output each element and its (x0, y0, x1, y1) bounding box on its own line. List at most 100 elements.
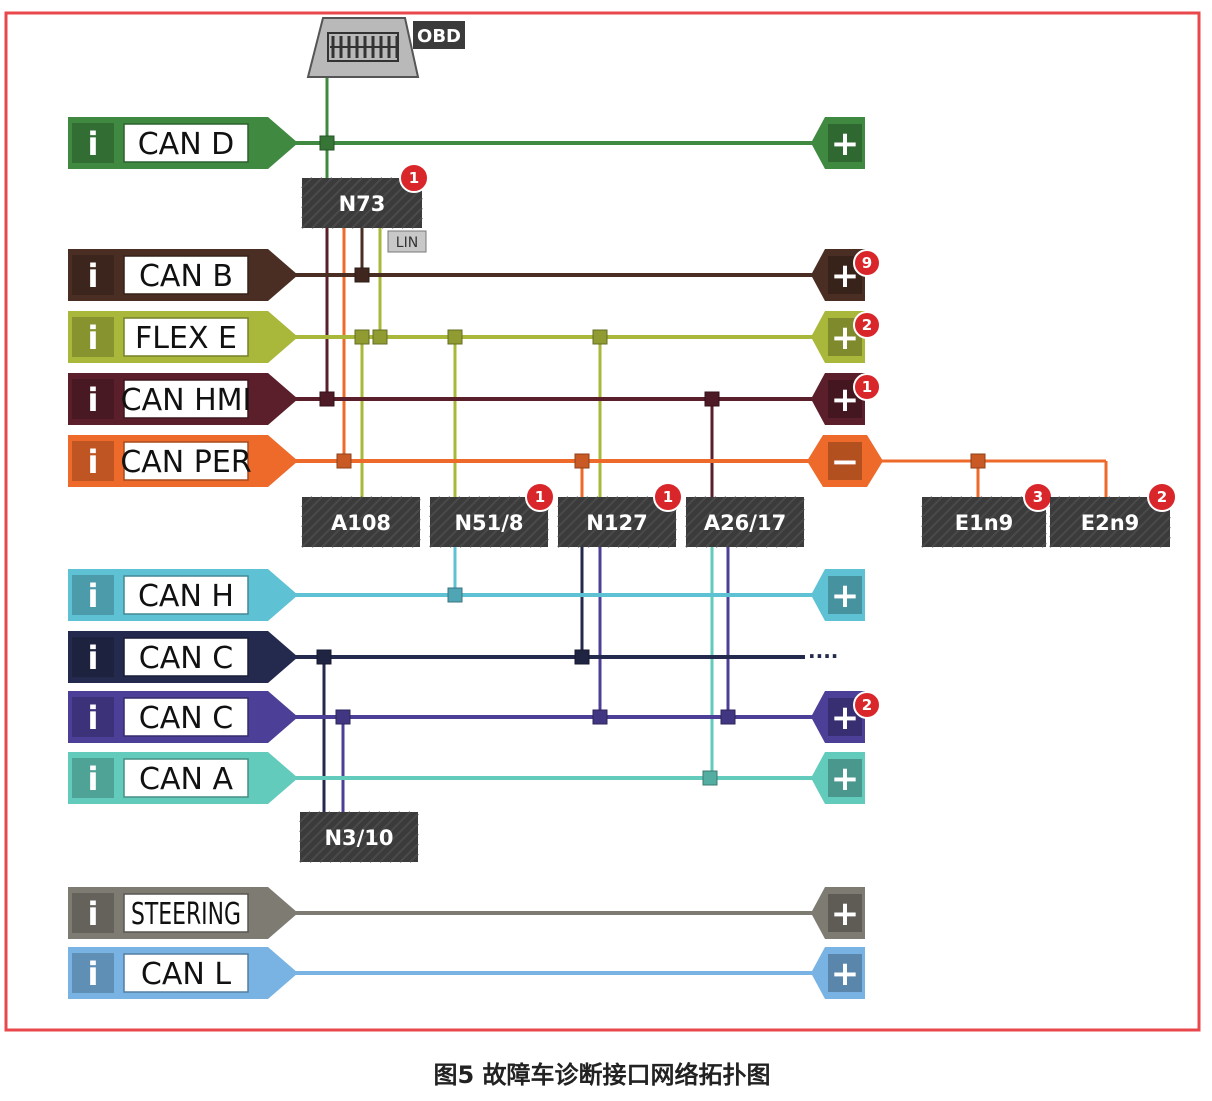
node-hatch (331, 177, 383, 229)
junction-node (447, 587, 463, 603)
junction-node (372, 329, 388, 345)
node-hatch (785, 528, 805, 548)
bus-label-box (123, 758, 249, 798)
node-hatch (301, 177, 323, 199)
node-hatch (399, 843, 419, 863)
lin-tag-box (387, 230, 427, 253)
node-hatch (685, 496, 717, 528)
node-hatch (775, 518, 805, 548)
node-hatch (647, 518, 677, 548)
info-icon-glyph: i (88, 639, 99, 677)
node-hatch (459, 496, 511, 548)
plus-icon: + (831, 759, 860, 799)
node-label: A26/17 (704, 511, 786, 535)
node-hatch (299, 811, 351, 863)
node-hatch (411, 538, 421, 548)
node-hatch (1049, 496, 1091, 538)
bus-label-box (123, 317, 249, 357)
wire-layer (322, 77, 1108, 812)
node-hatch (921, 496, 933, 508)
info-icon[interactable] (72, 637, 114, 677)
info-icon-glyph: i (88, 125, 99, 163)
node-hatch (449, 496, 501, 548)
node-hatch (1059, 496, 1111, 548)
plus-icon-box (828, 124, 862, 162)
node-hatch (685, 496, 697, 508)
bus-label-box (123, 123, 249, 163)
fault-badge (399, 163, 429, 193)
junction-node (447, 329, 463, 345)
info-icon[interactable] (72, 255, 114, 295)
info-icon[interactable] (72, 575, 114, 615)
node-n3-10[interactable]: N3/10 (299, 811, 419, 863)
junction-node (316, 649, 332, 665)
node-hatch (931, 496, 983, 548)
node-hatch (1149, 526, 1171, 548)
bus-label: CAN HMI (121, 383, 252, 418)
fault-badge-value: 1 (409, 169, 419, 187)
node-hatch (401, 528, 421, 548)
node-hatch (795, 538, 805, 548)
info-icon[interactable] (72, 893, 114, 933)
node-hatch (339, 811, 391, 863)
node-hatch (557, 496, 609, 548)
bus-label: STEERING (131, 897, 241, 932)
node-hatch (381, 187, 423, 229)
info-icon[interactable] (72, 123, 114, 163)
bus-label: CAN C (139, 701, 233, 736)
count-badge-value: 1 (862, 378, 872, 396)
count-badge (853, 691, 881, 719)
plus-icon-box (828, 759, 862, 797)
node-hatch (557, 496, 579, 518)
node-hatch (299, 811, 321, 833)
node-hatch (299, 811, 311, 823)
junction-node (335, 709, 351, 725)
info-icon[interactable] (72, 953, 114, 993)
node-hatch (439, 496, 491, 548)
info-icon-glyph: i (88, 577, 99, 615)
info-icon[interactable] (72, 441, 114, 481)
node-hatch (1049, 496, 1061, 508)
node-hatch (329, 811, 381, 863)
info-icon[interactable] (72, 379, 114, 419)
node-hatch (301, 496, 343, 538)
node-hatch (607, 496, 659, 548)
node-a26-17[interactable]: A26/17 (685, 496, 805, 548)
node-hatch (1049, 496, 1071, 518)
obd-connector: OBD (306, 17, 465, 78)
junction-node (592, 709, 608, 725)
bus-label: FLEX E (135, 321, 237, 356)
info-icon[interactable] (72, 697, 114, 737)
count-badge (853, 311, 881, 339)
node-hatch (391, 197, 423, 229)
obd-pins (330, 36, 399, 58)
junction-node (354, 329, 370, 345)
plus-icon: + (831, 954, 860, 994)
node-a108[interactable]: A108 (301, 496, 421, 548)
bus-label: CAN PER (120, 445, 251, 480)
node-hatch (1129, 506, 1171, 548)
node-hatch (971, 496, 1023, 548)
node-label: N127 (586, 511, 647, 535)
node-hatch (557, 496, 569, 508)
node-hatch (587, 496, 639, 548)
node-hatch (299, 811, 331, 843)
more-indicator: ···· (808, 644, 838, 668)
info-icon[interactable] (72, 317, 114, 357)
info-icon[interactable] (72, 758, 114, 798)
node-hatch (577, 496, 629, 548)
count-badge (853, 373, 881, 401)
node-n51-8[interactable]: N51/81 (429, 482, 555, 548)
node-hatch (981, 496, 1033, 548)
